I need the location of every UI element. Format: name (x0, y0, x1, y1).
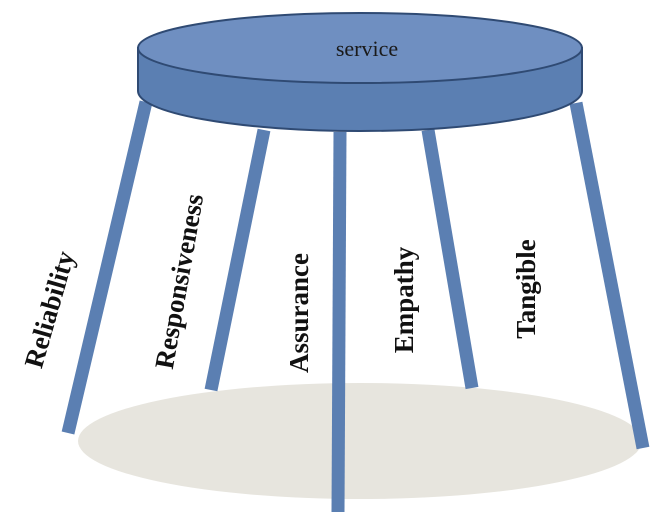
label-tangible: Tangible (511, 239, 541, 339)
table-legs (61, 100, 650, 513)
label-assurance: Assurance (284, 253, 314, 373)
service-label: service (336, 36, 398, 61)
label-responsiveness: Responsiveness (149, 192, 209, 372)
label-reliability: Reliability (18, 247, 80, 371)
leg-reliability (61, 100, 153, 435)
floor-shadow (78, 383, 642, 499)
label-empathy: Empathy (389, 246, 419, 353)
leg-tangible (569, 101, 650, 450)
leg-assurance (331, 131, 347, 513)
tabletop: service (137, 12, 583, 132)
leg-empathy (421, 128, 479, 390)
leg-responsiveness (204, 128, 271, 392)
tabletop-surface (137, 12, 583, 84)
